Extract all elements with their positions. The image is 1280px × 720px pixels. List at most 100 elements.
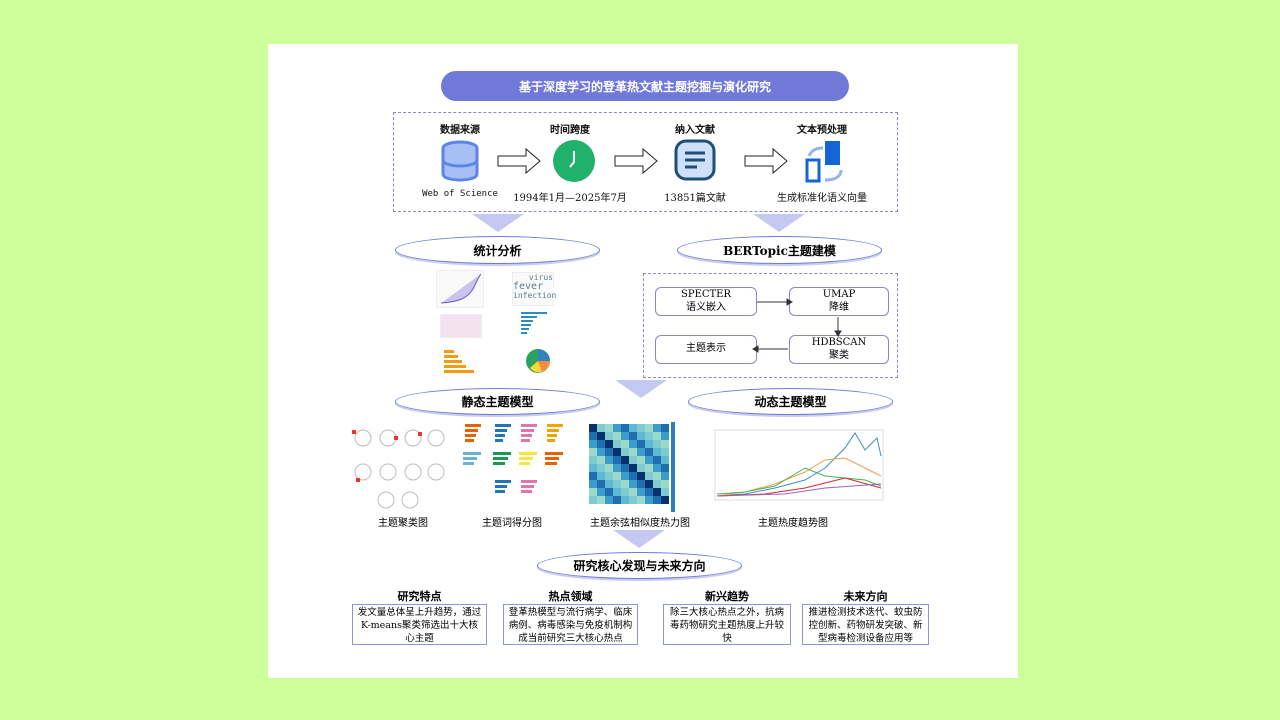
pipeline-caption: 13851篇文献 <box>664 193 726 204</box>
bertopic-arrows <box>752 298 842 353</box>
heatmap-cell <box>621 464 629 472</box>
heatmap-cell <box>653 424 661 432</box>
heatmap-cell <box>597 480 605 488</box>
clock-icon <box>553 140 595 182</box>
flow-arrow <box>753 214 805 232</box>
wordcloud-word: virus <box>528 273 553 282</box>
topic-representation-node: 主题表示 <box>655 335 757 364</box>
heatmap-cell <box>629 440 637 448</box>
database-icon <box>441 140 479 182</box>
heatmap-cell <box>605 448 613 456</box>
heatmap-cell <box>613 448 621 456</box>
heatmap-cell <box>613 456 621 464</box>
topic-trend-thumbnail <box>714 429 884 501</box>
heatmap-cell <box>621 424 629 432</box>
heatmap-cell <box>605 480 613 488</box>
heatmap-cell <box>637 424 645 432</box>
heatmap-cell <box>589 424 597 432</box>
heatmap-cell <box>589 488 597 496</box>
heatmap-cell <box>589 464 597 472</box>
heatmap-cell <box>653 480 661 488</box>
figure-caption: 主题词得分图 <box>482 518 542 529</box>
heatmap-cell <box>613 480 621 488</box>
static-model-label: 静态主题模型 <box>395 388 600 415</box>
finding-text: 登革热模型与流行病学、临床病例、病毒感染与免疫机制构成当前研究三大核心热点 <box>503 604 638 645</box>
flow-arrow <box>615 380 667 398</box>
heatmap-cell <box>629 488 637 496</box>
pipeline-caption: Web of Science <box>422 189 498 199</box>
heatmap-cell <box>653 456 661 464</box>
publication-trend-thumbnail <box>436 270 484 308</box>
heatmap-cell <box>621 456 629 464</box>
heatmap-cell <box>629 448 637 456</box>
wordcloud-word: fever <box>513 281 544 292</box>
heatmap-cell <box>661 448 669 456</box>
heatmap-cell <box>637 472 645 480</box>
hdbscan-node: HDBSCAN 聚类 <box>789 335 889 364</box>
heatmap-cell <box>589 456 597 464</box>
heatmap-cell <box>605 432 613 440</box>
orange-bar-thumbnail <box>440 346 480 380</box>
heatmap-cell <box>637 440 645 448</box>
pipeline-heading: 数据来源 <box>440 125 480 136</box>
diagram-title: 基于深度学习的登革热文献主题挖掘与演化研究 <box>441 71 849 101</box>
stats-analysis-label: 统计分析 <box>395 236 600 264</box>
heatmap-cell <box>589 496 597 504</box>
topic-word-score-thumbnail <box>463 424 563 493</box>
heatmap-cell <box>629 496 637 504</box>
heatmap-cell <box>637 464 645 472</box>
pipeline-icons <box>441 139 843 183</box>
heatmap-cell <box>597 488 605 496</box>
bar-chart-thumbnail <box>505 310 551 340</box>
findings-label: 研究核心发现与未来方向 <box>537 552 742 579</box>
heatmap-cell <box>661 496 669 504</box>
heatmap-cell <box>645 472 653 480</box>
finding-heading: 研究特点 <box>397 590 442 603</box>
bertopic-pipeline-box <box>643 273 898 378</box>
heatmap-cell <box>637 480 645 488</box>
heatmap-cell <box>613 464 621 472</box>
heatmap-cell <box>613 488 621 496</box>
heatmap-cell <box>637 448 645 456</box>
flow-arrow <box>613 530 665 548</box>
heatmap-cell <box>589 440 597 448</box>
heatmap-cell <box>613 440 621 448</box>
heatmap-cell <box>613 472 621 480</box>
heatmap-cell <box>629 432 637 440</box>
heatmap-cell <box>621 432 629 440</box>
heatmap-cell <box>589 480 597 488</box>
figure-caption: 主题余弦相似度热力图 <box>590 518 690 529</box>
heatmap-cell <box>605 464 613 472</box>
heatmap-cell <box>589 448 597 456</box>
arrow-icon <box>497 147 788 175</box>
transform-icon <box>805 141 843 183</box>
heatmap-cell <box>661 424 669 432</box>
finding-text: 除三大核心热点之外，抗病毒药物研究主题热度上升较快 <box>663 604 791 645</box>
pipeline-heading: 时间跨度 <box>550 125 590 136</box>
pipeline-caption: 1994年1月—2025年7月 <box>513 193 627 204</box>
figure-caption: 主题聚类图 <box>378 518 428 529</box>
heatmap-cell <box>661 432 669 440</box>
bertopic-label: BERTopic主题建模 <box>677 236 882 264</box>
wordcloud-word: infection <box>513 291 557 300</box>
heatmap-cell <box>645 432 653 440</box>
heatmap-cell <box>645 456 653 464</box>
heatmap-cell <box>653 448 661 456</box>
cosine-similarity-heatmap-thumbnail <box>589 422 675 512</box>
figure-caption: 主题热度趋势图 <box>758 518 828 529</box>
pipeline-caption: 生成标准化语义向量 <box>777 193 867 204</box>
heatmap-cell <box>605 456 613 464</box>
heatmap-cell <box>629 456 637 464</box>
heatmap-cell <box>621 448 629 456</box>
heatmap-cell <box>637 488 645 496</box>
data-pipeline-box <box>393 112 898 212</box>
heatmap-cell <box>597 424 605 432</box>
heatmap-cell <box>621 496 629 504</box>
specter-node: SPECTER 语义嵌入 <box>655 287 757 316</box>
heatmap-cell <box>653 496 661 504</box>
heatmap-cell <box>605 496 613 504</box>
pie-chart-thumbnail <box>526 349 550 373</box>
heatmap-cell <box>605 424 613 432</box>
heatmap-cell <box>597 464 605 472</box>
dynamic-model-label: 动态主题模型 <box>688 388 893 415</box>
